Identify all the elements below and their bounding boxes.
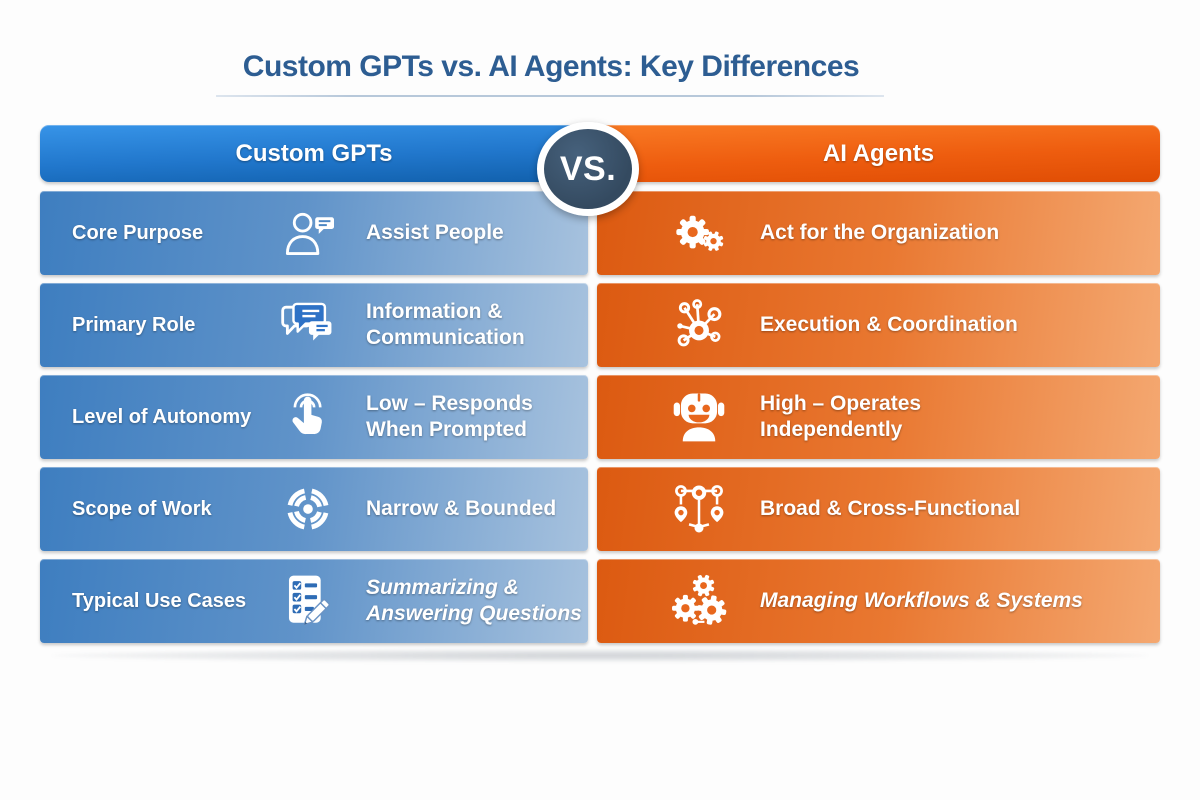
primary-role-agent-cell: Execution & Coordination [597, 283, 1160, 367]
row-label: Primary Role [72, 313, 196, 336]
triple-gears-icon [652, 572, 746, 630]
person-chat-icon [264, 207, 352, 259]
row-value: Assist People [366, 221, 504, 245]
row-core-purpose: Core Purpose Assist People [40, 191, 1160, 275]
vs-badge: VS. [537, 122, 639, 216]
core-purpose-agent-cell: Act for the Organization [597, 191, 1160, 275]
scope-gpt-cell: Scope of Work Narrow & Bounded [40, 467, 588, 551]
row-value: Act for the Organization [760, 221, 1000, 245]
chat-bubbles-icon [264, 300, 352, 350]
comparison-table: Custom GPTs AI Agents VS. Core Purpose A… [40, 122, 1160, 651]
core-purpose-gpt-cell: Core Purpose Assist People [40, 191, 588, 275]
row-value: Broad & Cross-Functional [760, 497, 1021, 521]
table-drop-shadow [52, 649, 1148, 662]
checklist-pencil-icon [264, 573, 352, 629]
table-header-row: Custom GPTs AI Agents [40, 125, 1160, 182]
row-value: Execution & Coordination [760, 313, 1018, 337]
robot-icon [652, 389, 746, 445]
target-icon [264, 481, 352, 537]
row-value: Summarizing & Answering Questions [366, 576, 582, 625]
row-label: Typical Use Cases [72, 589, 247, 612]
header-ai-agents: AI Agents [597, 125, 1160, 182]
row-label: Core Purpose [72, 221, 204, 244]
row-primary-role: Primary Role Information & Communication [40, 283, 1160, 367]
row-label: Level of Autonomy [72, 405, 252, 428]
autonomy-agent-cell: High – Operates Independently [597, 375, 1160, 459]
row-value: Narrow & Bounded [366, 497, 557, 521]
row-typical-use-cases: Typical Use Cases [40, 559, 1160, 643]
row-level-of-autonomy: Level of Autonomy Low – Responds When Pr… [40, 375, 1160, 459]
row-label: Scope of Work [72, 497, 212, 520]
org-network-icon [652, 481, 746, 537]
hub-network-icon [652, 296, 746, 354]
primary-role-gpt-cell: Primary Role Information & Communication [40, 283, 588, 367]
autonomy-gpt-cell: Level of Autonomy Low – Responds When Pr… [40, 375, 588, 459]
use-cases-gpt-cell: Typical Use Cases [40, 559, 588, 643]
row-value: Low – Responds When Prompted [366, 392, 533, 441]
row-value: Information & Communication [366, 300, 525, 349]
row-value: Managing Workflows & Systems [760, 589, 1083, 613]
page-title: Custom GPTs vs. AI Agents: Key Differenc… [242, 50, 860, 83]
use-cases-agent-cell: Managing Workflows & Systems [597, 559, 1160, 643]
double-gears-icon [652, 204, 746, 262]
scope-agent-cell: Broad & Cross-Functional [597, 467, 1160, 551]
title-underline [216, 95, 884, 97]
tap-click-icon [264, 389, 352, 445]
row-scope-of-work: Scope of Work Narrow & Bounded [40, 467, 1160, 551]
row-value: High – Operates Independently [760, 392, 922, 441]
header-custom-gpts: Custom GPTs [40, 125, 588, 182]
